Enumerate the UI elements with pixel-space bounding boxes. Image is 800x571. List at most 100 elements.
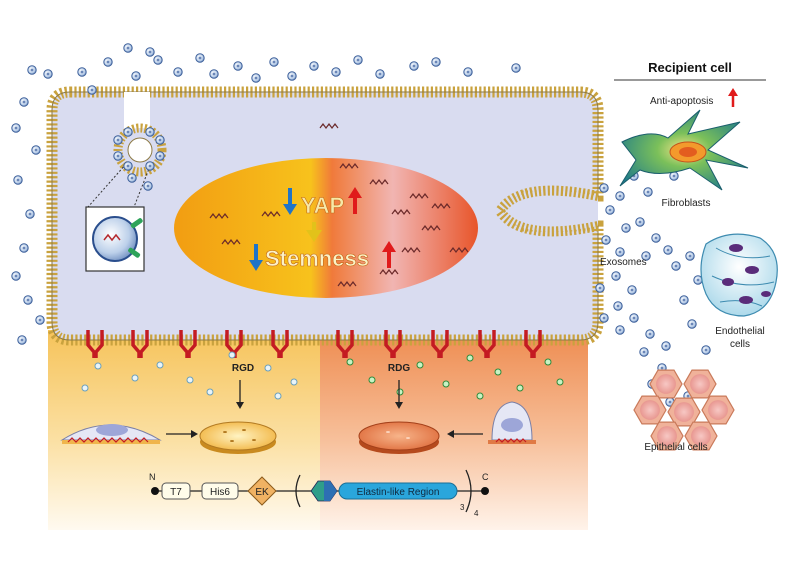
exosome-icon — [687, 319, 697, 329]
exosome-icon — [287, 71, 297, 81]
t7-label: T7 — [170, 487, 182, 498]
petri-dish-rdg — [358, 421, 440, 454]
exosome-icon — [685, 251, 695, 261]
rdg-ligand-dot — [396, 388, 404, 396]
exosome-icon — [605, 205, 615, 215]
mrna-icon — [379, 269, 399, 275]
exosome-icon — [251, 73, 261, 83]
mrna-icon — [221, 239, 241, 245]
endothelial-label-line1: Endothelial — [715, 326, 764, 337]
mrna-icon — [369, 179, 389, 185]
exosome-icon — [595, 283, 605, 293]
nucleus — [174, 158, 478, 298]
exosome-icon — [13, 175, 23, 185]
mrna-icon — [391, 209, 411, 215]
right-bracket — [465, 469, 472, 513]
rdg-ligand-dot — [346, 358, 354, 366]
rdg-ligand-dot — [494, 368, 502, 376]
exosome-icon — [123, 127, 133, 137]
epithelial-cells — [633, 369, 735, 451]
left-bracket — [295, 474, 301, 508]
exosome-icon — [409, 61, 419, 71]
rdg-ligand-dot — [416, 361, 424, 369]
rdg-ligand-dot — [368, 376, 376, 384]
exosome-icon — [309, 61, 319, 71]
yap-stemness-labels: YAP Stemness — [249, 187, 396, 271]
recipient-panel: Recipient cell Anti-apoptosis Fibroblast… — [614, 60, 778, 453]
exosome-icon — [43, 69, 53, 79]
exosome-particles — [11, 43, 727, 407]
exosome-icon — [153, 55, 163, 65]
integrin-receptor-icon — [384, 330, 402, 358]
epithelial-cell-icon — [650, 421, 684, 451]
n-terminus-label: N — [149, 472, 156, 482]
spread-cell-rgd — [60, 424, 162, 444]
exocytosis-bulge — [494, 185, 600, 237]
exosome-icon — [601, 235, 611, 245]
exosome-icon — [127, 173, 137, 183]
epithelial-cell-icon — [633, 395, 667, 425]
exosome-icon — [155, 151, 165, 161]
mrna-fragments — [209, 123, 469, 287]
exosome-icon — [627, 285, 637, 295]
exosome-icon — [651, 233, 661, 243]
petri-dish-rgd — [199, 421, 277, 454]
ek-site — [247, 476, 277, 506]
n-terminus-dot — [151, 487, 159, 495]
exosome-icon — [123, 161, 133, 171]
rdg-ligand-dot — [544, 358, 552, 366]
exosome-icon — [145, 127, 155, 137]
exosome-icon — [35, 315, 45, 325]
repeat-count-4: 4 — [474, 509, 479, 518]
his6-label: His6 — [210, 487, 230, 498]
mrna-icon — [261, 211, 281, 217]
zoom-inset — [85, 163, 151, 272]
integrin-receptor-icon — [524, 330, 542, 358]
his6-tag — [201, 482, 239, 500]
exosome-icon — [87, 85, 97, 95]
repeat-count-3: 3 — [460, 503, 465, 512]
rgd-ligand-dot — [228, 351, 236, 359]
integrin-receptors — [86, 330, 542, 358]
stemness-label: Stemness — [265, 246, 369, 271]
rdg-ligand-dot — [516, 384, 524, 392]
exosome-icon — [621, 223, 631, 233]
exosome-icon — [641, 251, 651, 261]
exosome-icon — [113, 151, 123, 161]
rgd-ligand-dot — [274, 392, 282, 400]
c-terminus-label: C — [482, 472, 489, 482]
exosome-icon — [463, 67, 473, 77]
integrin-receptor-icon — [86, 330, 104, 358]
exosome-icon — [77, 67, 87, 77]
exosome-icon — [599, 183, 609, 193]
mrna-icon — [337, 281, 357, 287]
rgd-ligand-dot — [206, 388, 214, 396]
mrna-icon — [431, 203, 451, 209]
exosome-icon — [431, 57, 441, 67]
mrna-icon — [409, 193, 429, 199]
rdg-ligand-dot — [476, 392, 484, 400]
epithelial-cell-icon — [701, 395, 735, 425]
fibroblasts-label: Fibroblasts — [662, 198, 711, 209]
elastin-label: Elastin-like Region — [357, 487, 440, 498]
integrin-receptor-icon — [179, 330, 197, 358]
rdg-label: RDG — [388, 363, 410, 374]
mrna-icon — [449, 247, 469, 253]
exosome-icon — [19, 243, 29, 253]
c-terminus-dot — [481, 487, 489, 495]
epithelial-cell-icon — [683, 369, 717, 399]
exosome-icon — [629, 313, 639, 323]
mrna-icon — [209, 213, 229, 219]
exosome-icon — [31, 145, 41, 155]
exosome-icon — [615, 191, 625, 201]
exosome-icon — [11, 123, 21, 133]
recipient-heading: Recipient cell — [648, 60, 732, 75]
exosome-icon — [599, 313, 609, 323]
exosome-icon — [233, 61, 243, 71]
ek-label: EK — [255, 487, 269, 498]
exosome-icon — [635, 217, 645, 227]
rgd-ligand-dot — [156, 361, 164, 369]
exosome-icon — [331, 67, 341, 77]
